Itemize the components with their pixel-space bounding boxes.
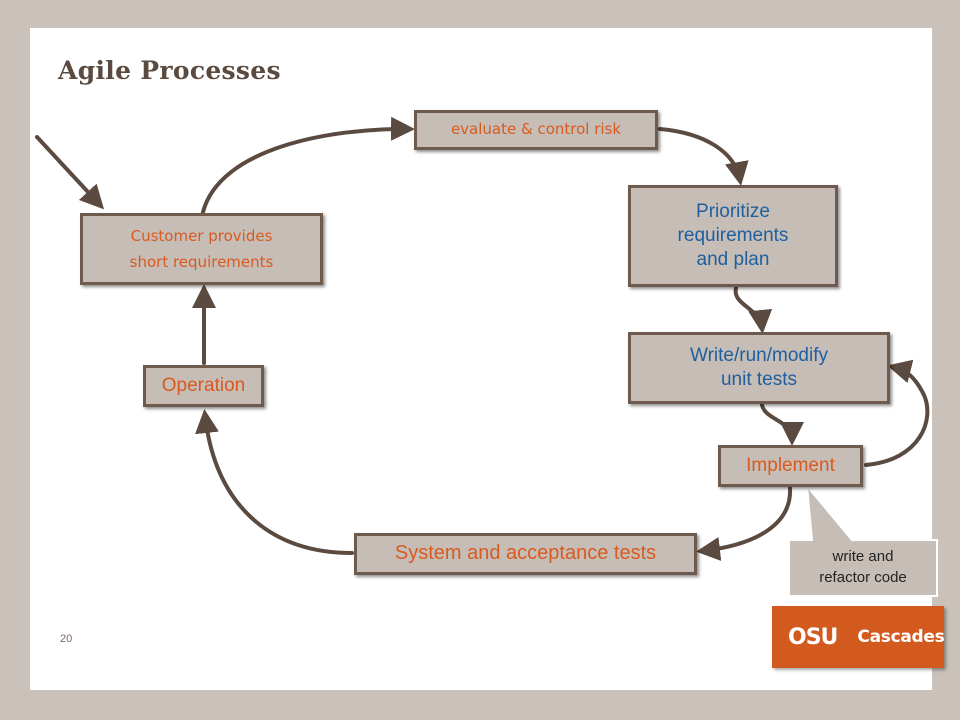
logo-osu-text: OSU — [788, 624, 838, 650]
arrow-customer-to-evaluate — [201, 116, 415, 214]
entry-arrow — [35, 135, 105, 210]
step-system-acceptance-tests: System and acceptance tests — [354, 533, 697, 575]
step-operation: Operation — [143, 365, 264, 407]
step-write-unit-tests: Write/run/modify unit tests — [628, 332, 890, 404]
arrow-write-to-implement — [760, 403, 804, 446]
arrow-evaluate-to-prioritize — [658, 127, 749, 186]
step-label: Prioritize requirements and plan — [677, 200, 789, 271]
callout-bubble — [788, 482, 938, 597]
step-label: evaluate & control risk — [450, 120, 622, 139]
step-label: Write/run/modify unit tests — [690, 344, 828, 390]
arrow-implement-to-system — [696, 486, 793, 561]
step-label: Implement — [746, 454, 835, 476]
osu-cascades-logo: OSU Cascades — [772, 606, 945, 668]
step-label: Customer provides short requirements — [129, 226, 274, 271]
step-evaluate-control-risk: evaluate & control risk — [414, 110, 658, 150]
arrow-implement-loop-back — [864, 359, 930, 467]
step-implement: Implement — [718, 445, 863, 487]
step-label: System and acceptance tests — [394, 542, 657, 565]
callout-text: write and refactor code — [819, 548, 907, 586]
logo-cascades-text: Cascades — [857, 627, 945, 647]
arrow-system-to-operation — [195, 409, 354, 555]
slide-title: Agile Processes — [58, 56, 281, 85]
step-customer-requirements: Customer provides short requirements — [80, 213, 323, 285]
step-prioritize: Prioritize requirements and plan — [628, 185, 838, 287]
arrow-prioritize-to-write — [733, 286, 773, 334]
step-label: Operation — [161, 374, 246, 396]
page-number: 20 — [60, 633, 73, 645]
